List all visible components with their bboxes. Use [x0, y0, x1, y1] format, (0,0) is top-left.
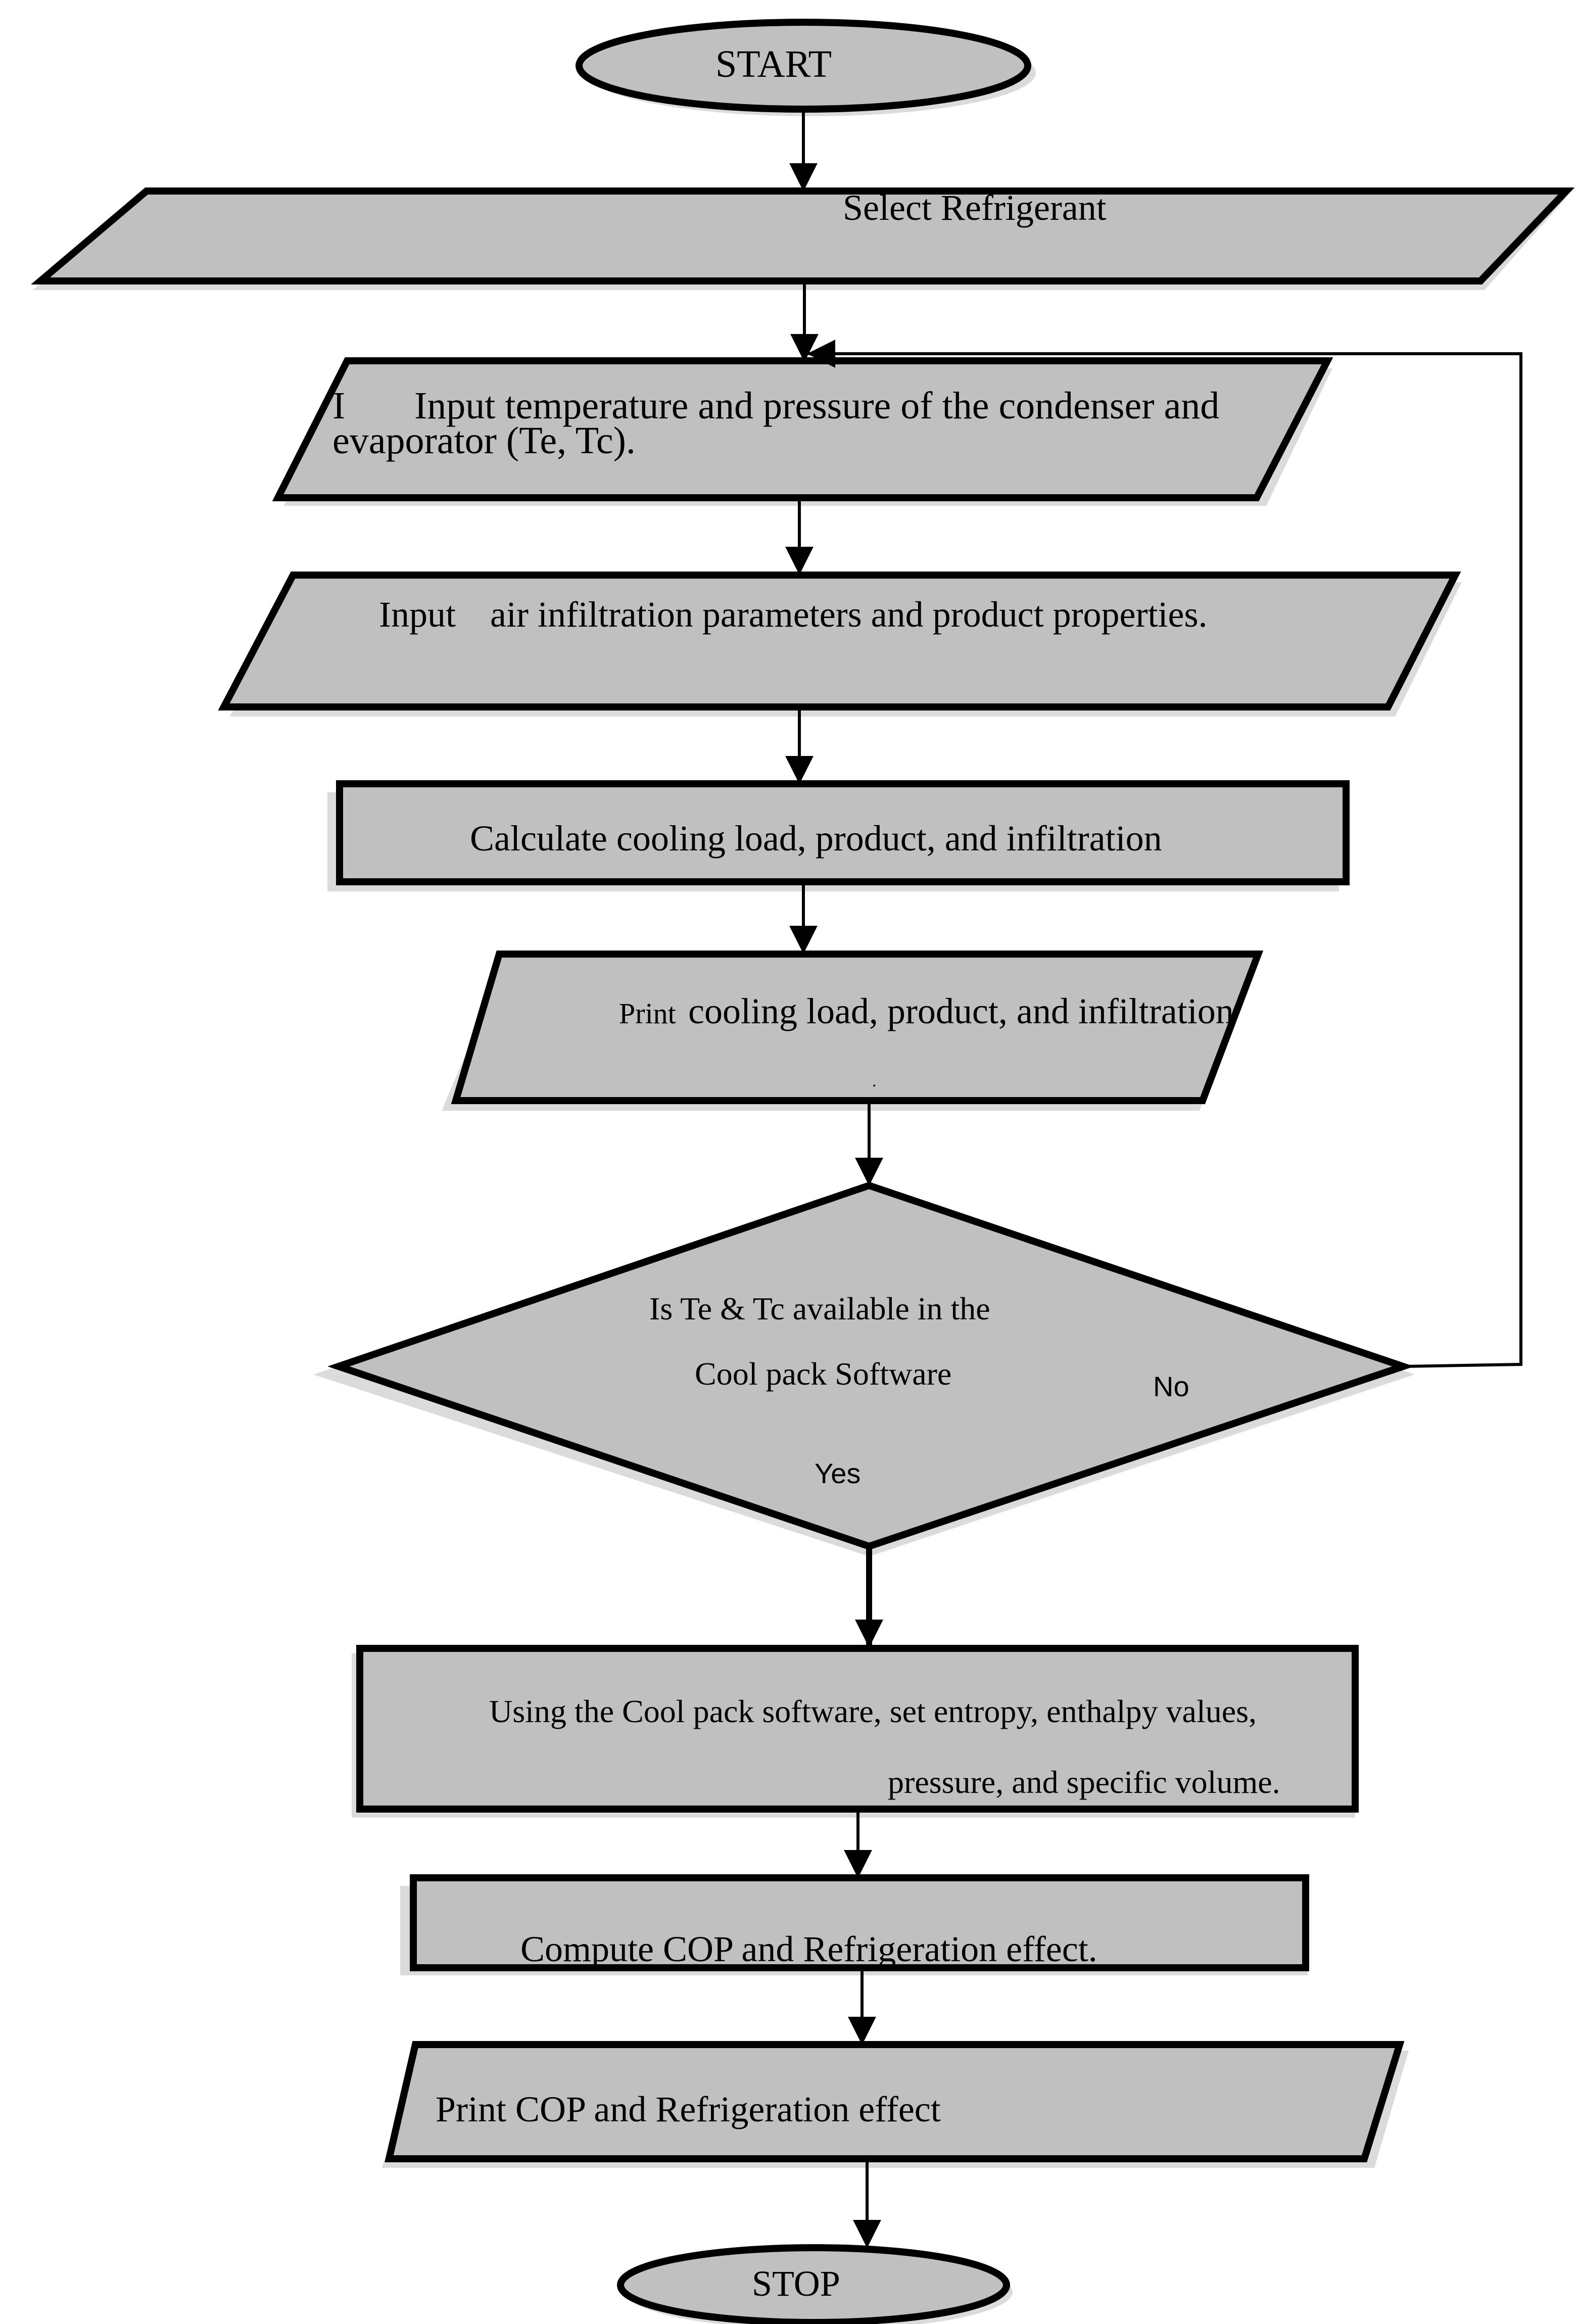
calculate-load-label: Calculate cooling load, product, and inf… — [470, 818, 1162, 859]
input-infiltration-step: Input air infiltration parameters and pr… — [218, 572, 1462, 717]
decision-line2: Cool pack Software — [695, 1356, 951, 1392]
stop-terminator: STOP — [617, 2244, 1013, 2324]
decision-yes-label: Yes — [815, 1457, 861, 1489]
decision-no-label: No — [1153, 1370, 1189, 1402]
decision-diamond: Is Te & Tc available in the Cool pack So… — [313, 1181, 1415, 1556]
select-refrigerant-input: Select Refrigerant — [30, 187, 1575, 290]
stop-label: STOP — [752, 2263, 840, 2304]
arrow-decision-no-loop — [807, 340, 1522, 1368]
decision-line1: Is Te & Tc available in the — [649, 1291, 990, 1326]
input-conditions-marker: I — [332, 385, 345, 427]
input-conditions-step: I Input temperature and pressure of the … — [272, 357, 1333, 506]
input-infiltration-word: Input — [379, 594, 456, 635]
print-cop-label: Print COP and Refrigeration effect — [436, 2089, 941, 2129]
connectors — [785, 109, 1522, 2248]
compute-cop-process: Compute COP and Refrigeration effect. — [400, 1874, 1309, 1975]
coolpack-line2: pressure, and specific volume. — [888, 1764, 1280, 1800]
input-conditions-line2: evaporator (Te, Tc). — [332, 419, 636, 462]
print-load-prefix: Print — [619, 997, 676, 1030]
print-load-text: cooling load, product, and infiltration — [688, 991, 1234, 1031]
start-terminator: START — [576, 19, 1036, 116]
start-label: START — [715, 43, 832, 85]
coolpack-line1: Using the Cool pack software, set entrop… — [489, 1693, 1257, 1729]
print-load-output: Print cooling load, product, and infiltr… — [442, 951, 1264, 1111]
print-cop-output: Print COP and Refrigeration effect — [382, 2041, 1409, 2168]
select-refrigerant-label: Select Refrigerant — [843, 187, 1107, 228]
calculate-load-process: Calculate cooling load, product, and inf… — [327, 780, 1350, 891]
print-load-dot: . — [872, 1072, 877, 1090]
compute-cop-label: Compute COP and Refrigeration effect. — [520, 1929, 1097, 1969]
coolpack-process: Using the Cool pack software, set entrop… — [352, 1645, 1359, 1818]
input-infiltration-text: air infiltration parameters and product … — [490, 594, 1207, 635]
input-conditions-line1: Input temperature and pressure of the co… — [414, 385, 1219, 427]
